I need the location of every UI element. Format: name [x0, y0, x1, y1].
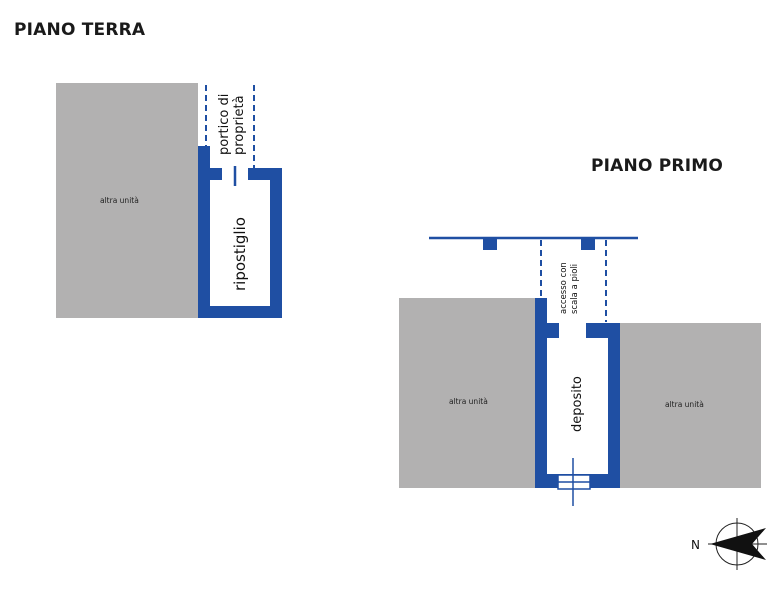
ground-neighbor-label: altra unità: [100, 196, 139, 205]
storage-room-walls: [198, 146, 282, 318]
ground-floor-plan: altra unità portico di proprietà riposti…: [56, 83, 282, 318]
storage-room-label: ripostiglio: [231, 217, 249, 291]
ladder-access-label-line2: scala a pioli: [570, 264, 580, 314]
porch-label: portico di proprietà: [217, 90, 247, 156]
ladder-access-label-line1: accesso con: [559, 262, 569, 314]
north-label: N: [691, 538, 700, 552]
first-neighbor-left-label: altra unità: [449, 397, 488, 406]
north-compass-icon: N: [691, 518, 767, 570]
first-floor-title: PIANO PRIMO: [591, 156, 723, 176]
first-neighbor-unit-left: [399, 298, 535, 488]
roof-stub-right: [581, 238, 595, 250]
porch-label-line2: proprietà: [232, 95, 247, 155]
ground-floor-title: PIANO TERRA: [14, 20, 146, 40]
first-neighbor-right-label: altra unità: [665, 400, 704, 409]
first-floor-plan: altra unità altra unità accesso con scal…: [399, 236, 761, 506]
first-neighbor-unit-right: [620, 323, 761, 488]
roof-stub-left: [483, 238, 497, 250]
ground-neighbor-unit: [56, 83, 198, 318]
porch-label-line1: portico di: [217, 94, 232, 155]
ladder-access-label: accesso con scala a pioli: [559, 259, 580, 314]
deposit-room-label: deposito: [570, 376, 585, 432]
